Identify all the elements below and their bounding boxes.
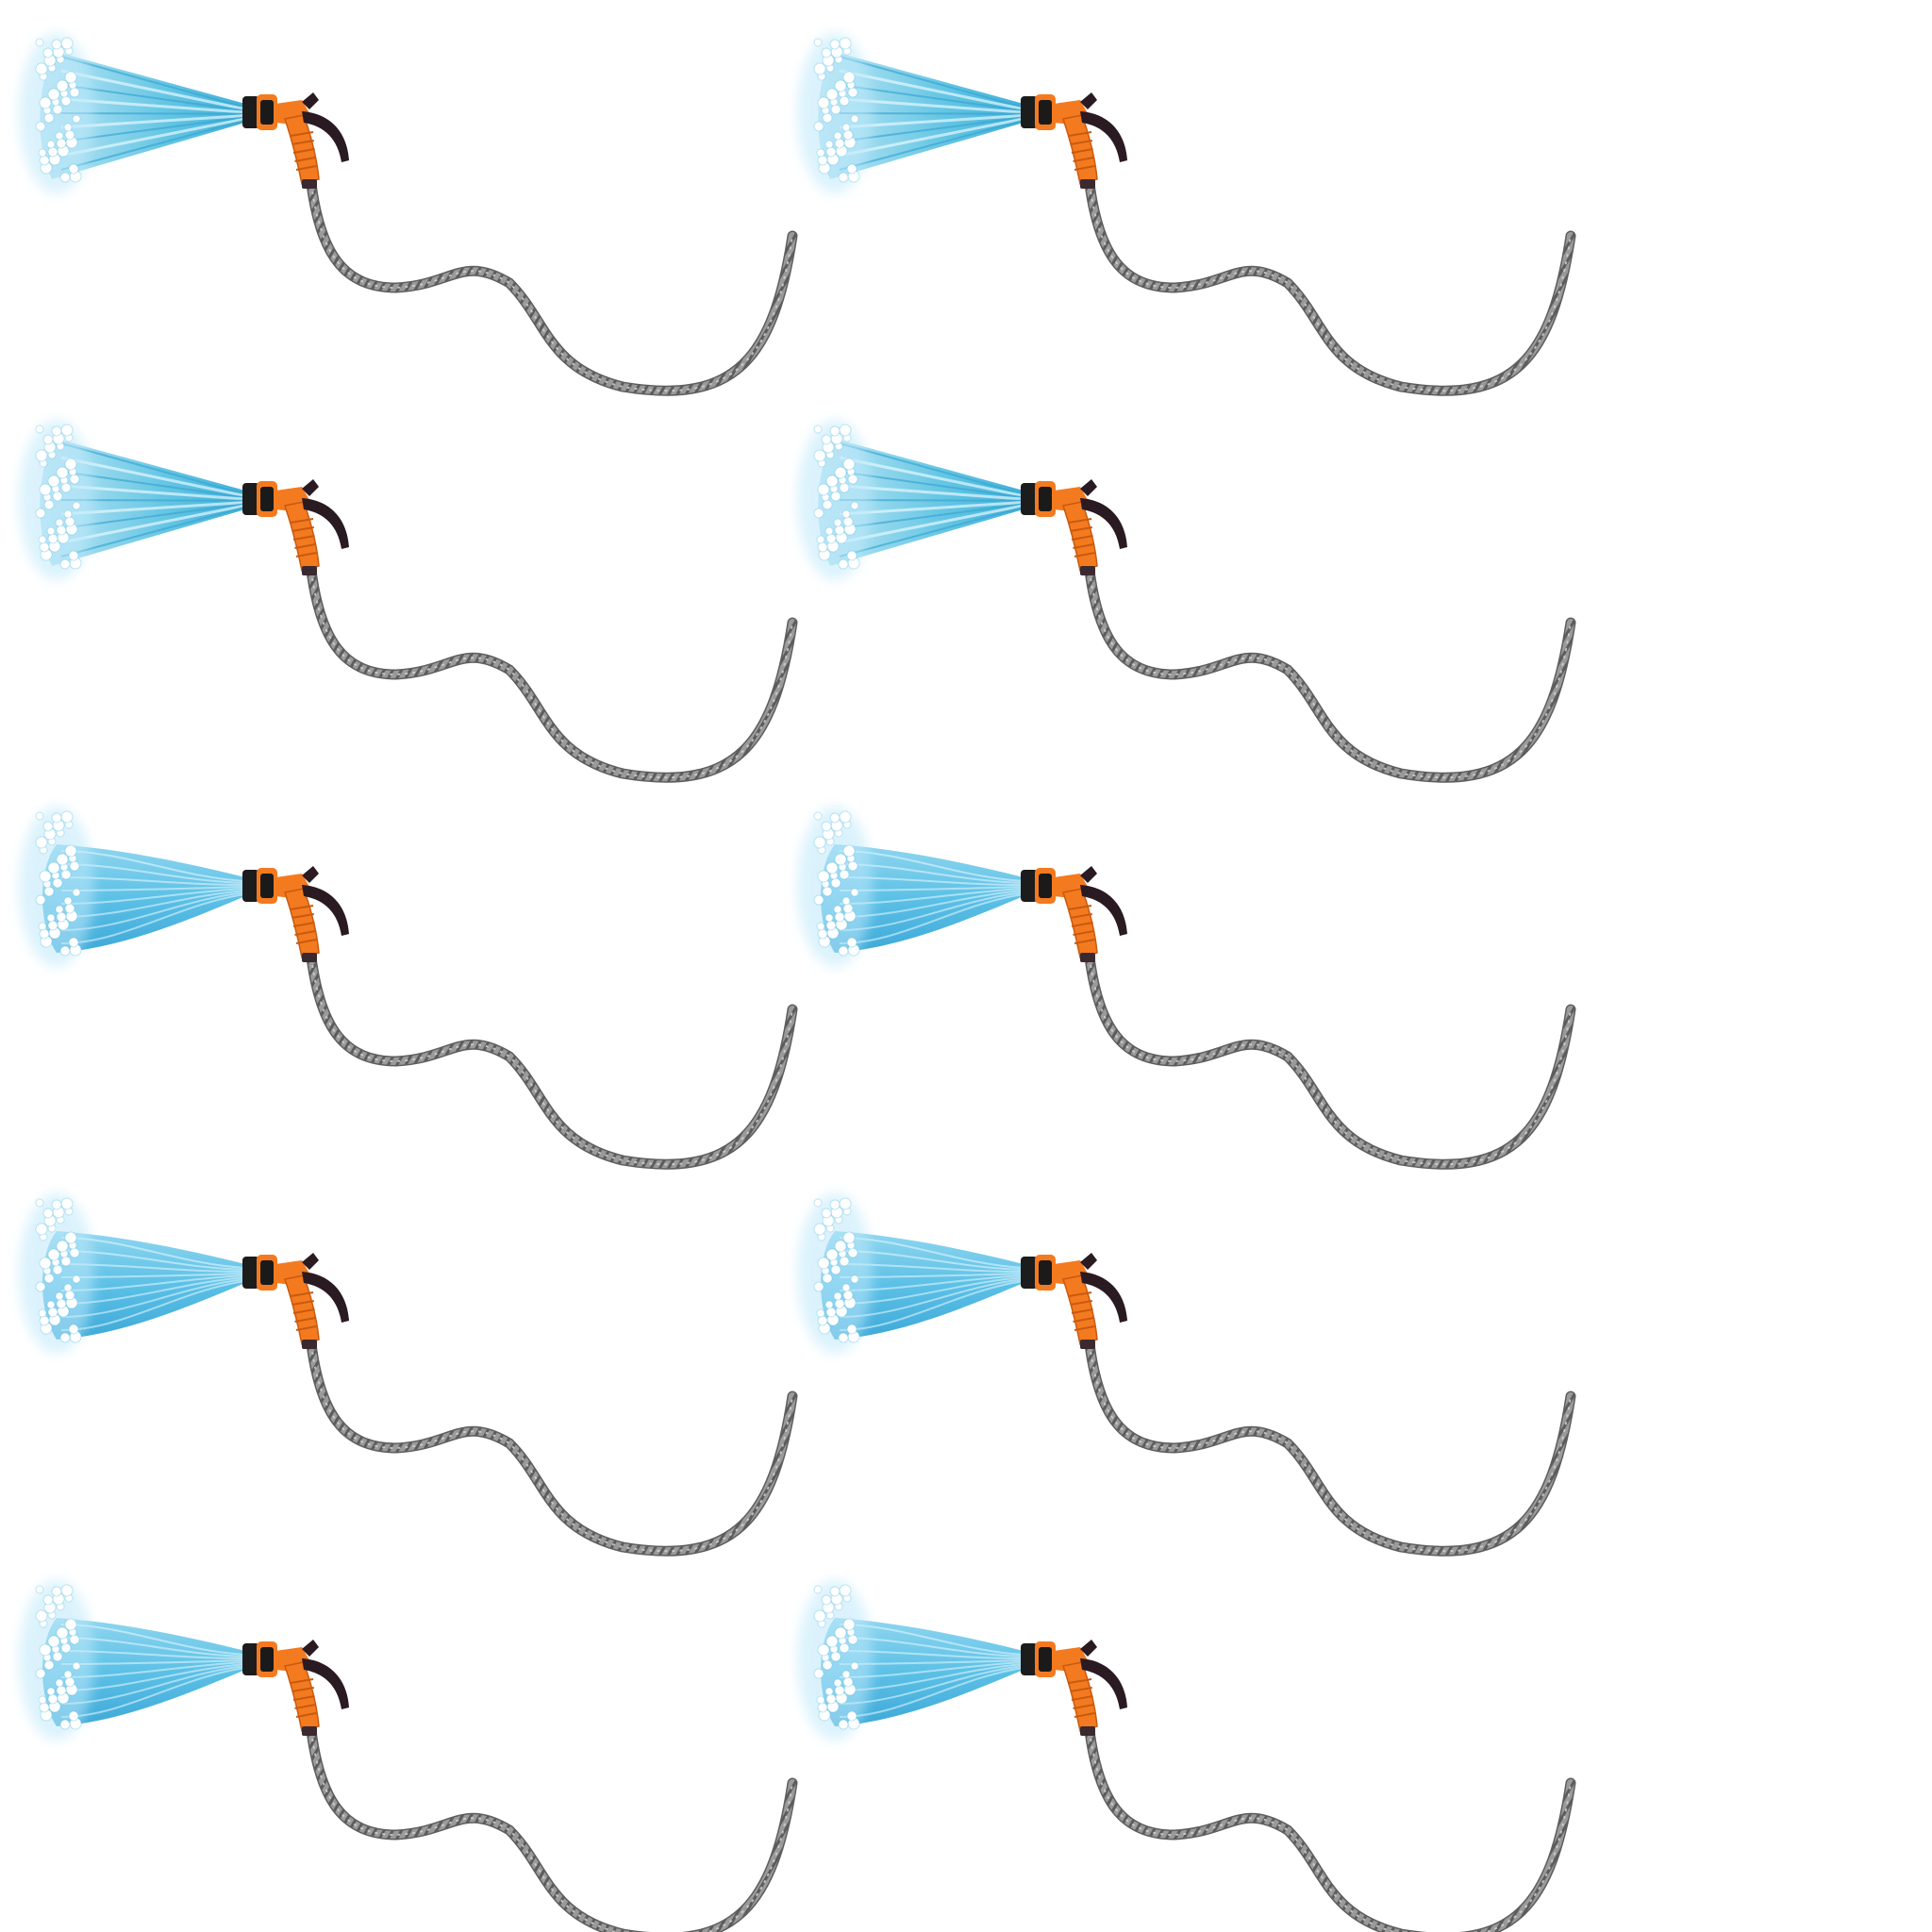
garden-hose	[306, 1339, 798, 1557]
hose-illustration	[797, 33, 1580, 425]
garden-hose	[1084, 178, 1576, 396]
garden-hose	[1084, 1339, 1576, 1557]
water-splash	[797, 420, 873, 580]
water-splash	[19, 1580, 94, 1740]
hose-graphic	[797, 33, 1576, 396]
garden-hose	[306, 952, 798, 1170]
hose-illustration	[19, 33, 802, 425]
garden-hose	[306, 1725, 798, 1932]
spray-gun	[1021, 479, 1127, 575]
hose-graphic	[797, 1193, 1576, 1557]
hose-graphic	[797, 807, 1576, 1170]
water-splash	[19, 807, 94, 967]
hose-illustration	[797, 1193, 1580, 1585]
garden-hose	[306, 178, 798, 396]
spray-gun	[242, 479, 349, 575]
spray-gun	[1021, 92, 1127, 189]
hose-graphic	[797, 1580, 1576, 1932]
water-splash	[19, 420, 94, 580]
hose-graphic	[797, 420, 1576, 783]
spray-gun	[242, 92, 349, 189]
hose-illustration	[797, 420, 1580, 811]
hose-illustration	[19, 1580, 802, 1932]
garden-hose	[1084, 565, 1576, 783]
water-splash	[797, 807, 873, 967]
water-splash	[797, 1193, 873, 1354]
spray-gun	[1021, 1640, 1127, 1736]
hose-illustration	[797, 1580, 1580, 1932]
water-splash	[19, 33, 94, 193]
spray-gun	[242, 1253, 349, 1349]
water-splash	[797, 33, 873, 193]
spray-gun	[242, 866, 349, 962]
hose-illustration	[19, 420, 802, 811]
spray-gun	[242, 1640, 349, 1736]
hose-graphic	[19, 1580, 798, 1932]
garden-hose	[306, 565, 798, 783]
hose-illustration	[797, 807, 1580, 1198]
hose-illustration	[19, 1193, 802, 1585]
garden-hose	[1084, 1725, 1576, 1932]
water-splash	[797, 1580, 873, 1740]
hose-graphic	[19, 807, 798, 1170]
spray-gun	[1021, 1253, 1127, 1349]
hose-graphic	[19, 420, 798, 783]
hose-graphic	[19, 1193, 798, 1557]
hose-illustration	[19, 807, 802, 1198]
garden-hose	[1084, 952, 1576, 1170]
hose-graphic	[19, 33, 798, 396]
spray-gun	[1021, 866, 1127, 962]
water-splash	[19, 1193, 94, 1354]
